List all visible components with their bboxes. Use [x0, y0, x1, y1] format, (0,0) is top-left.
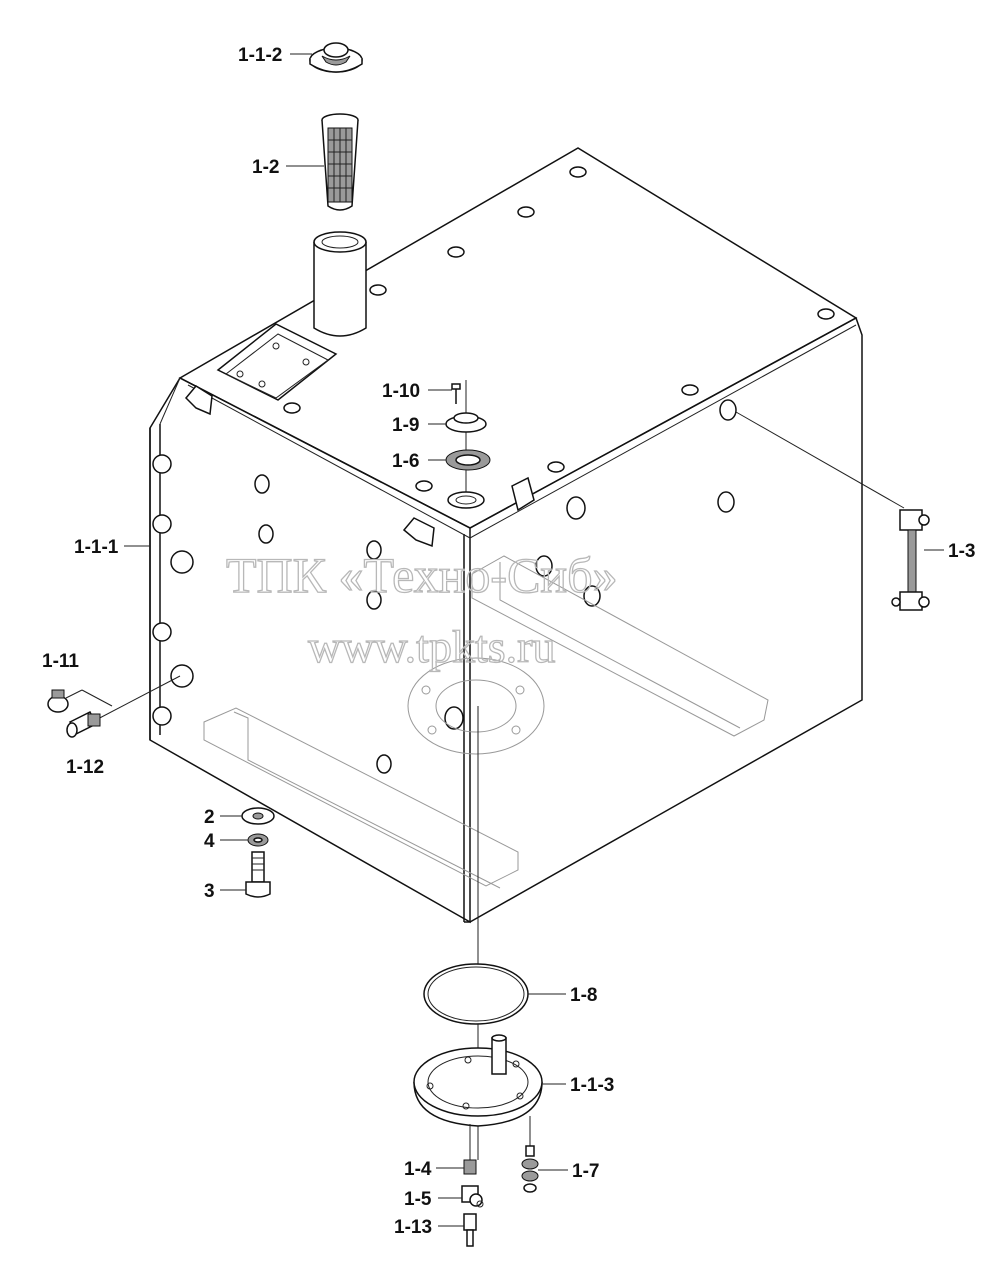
label-1-1-1: 1-1-1 — [74, 537, 119, 558]
watermark-line1: ТПК «Техно-Сиб» — [226, 547, 618, 603]
label-1-5: 1-5 — [404, 1189, 432, 1210]
bottom-fittings — [461, 1116, 539, 1247]
level-gauge-stack — [445, 380, 491, 509]
strainer — [321, 113, 359, 211]
label-1-6: 1-6 — [392, 451, 419, 472]
bottom-cover — [413, 1034, 543, 1127]
label-1-1-3: 1-1-3 — [570, 1075, 614, 1096]
part-labels: 1-1-2 1-2 1-10 1-9 1-6 1-1-1 1-3 1-11 1-… — [42, 45, 975, 1238]
label-1-11: 1-11 — [42, 651, 79, 672]
label-1-9: 1-9 — [392, 415, 419, 436]
sight-gauge — [735, 411, 930, 611]
label-1-12: 1-12 — [66, 757, 104, 778]
label-1-4: 1-4 — [404, 1159, 432, 1180]
label-2: 2 — [204, 807, 215, 828]
label-1-8: 1-8 — [570, 985, 597, 1006]
watermark-line2: www.tpkts.ru — [308, 621, 555, 672]
o-ring — [423, 963, 529, 1025]
left-face-fittings — [152, 454, 392, 774]
access-cover — [216, 323, 338, 401]
mounting-hardware — [241, 807, 275, 898]
label-1-3: 1-3 — [948, 541, 975, 562]
filler-cap — [309, 42, 363, 73]
label-1-2: 1-2 — [252, 157, 279, 178]
drain-fittings — [47, 675, 181, 738]
label-1-7: 1-7 — [572, 1161, 599, 1182]
label-1-10: 1-10 — [382, 381, 420, 402]
label-1-1-2: 1-1-2 — [238, 45, 282, 66]
label-1-13: 1-13 — [394, 1217, 432, 1238]
leader-lines — [124, 53, 944, 1227]
label-3: 3 — [204, 881, 215, 902]
filler-neck — [313, 231, 367, 337]
label-4: 4 — [204, 831, 215, 852]
tank-body — [149, 147, 863, 924]
